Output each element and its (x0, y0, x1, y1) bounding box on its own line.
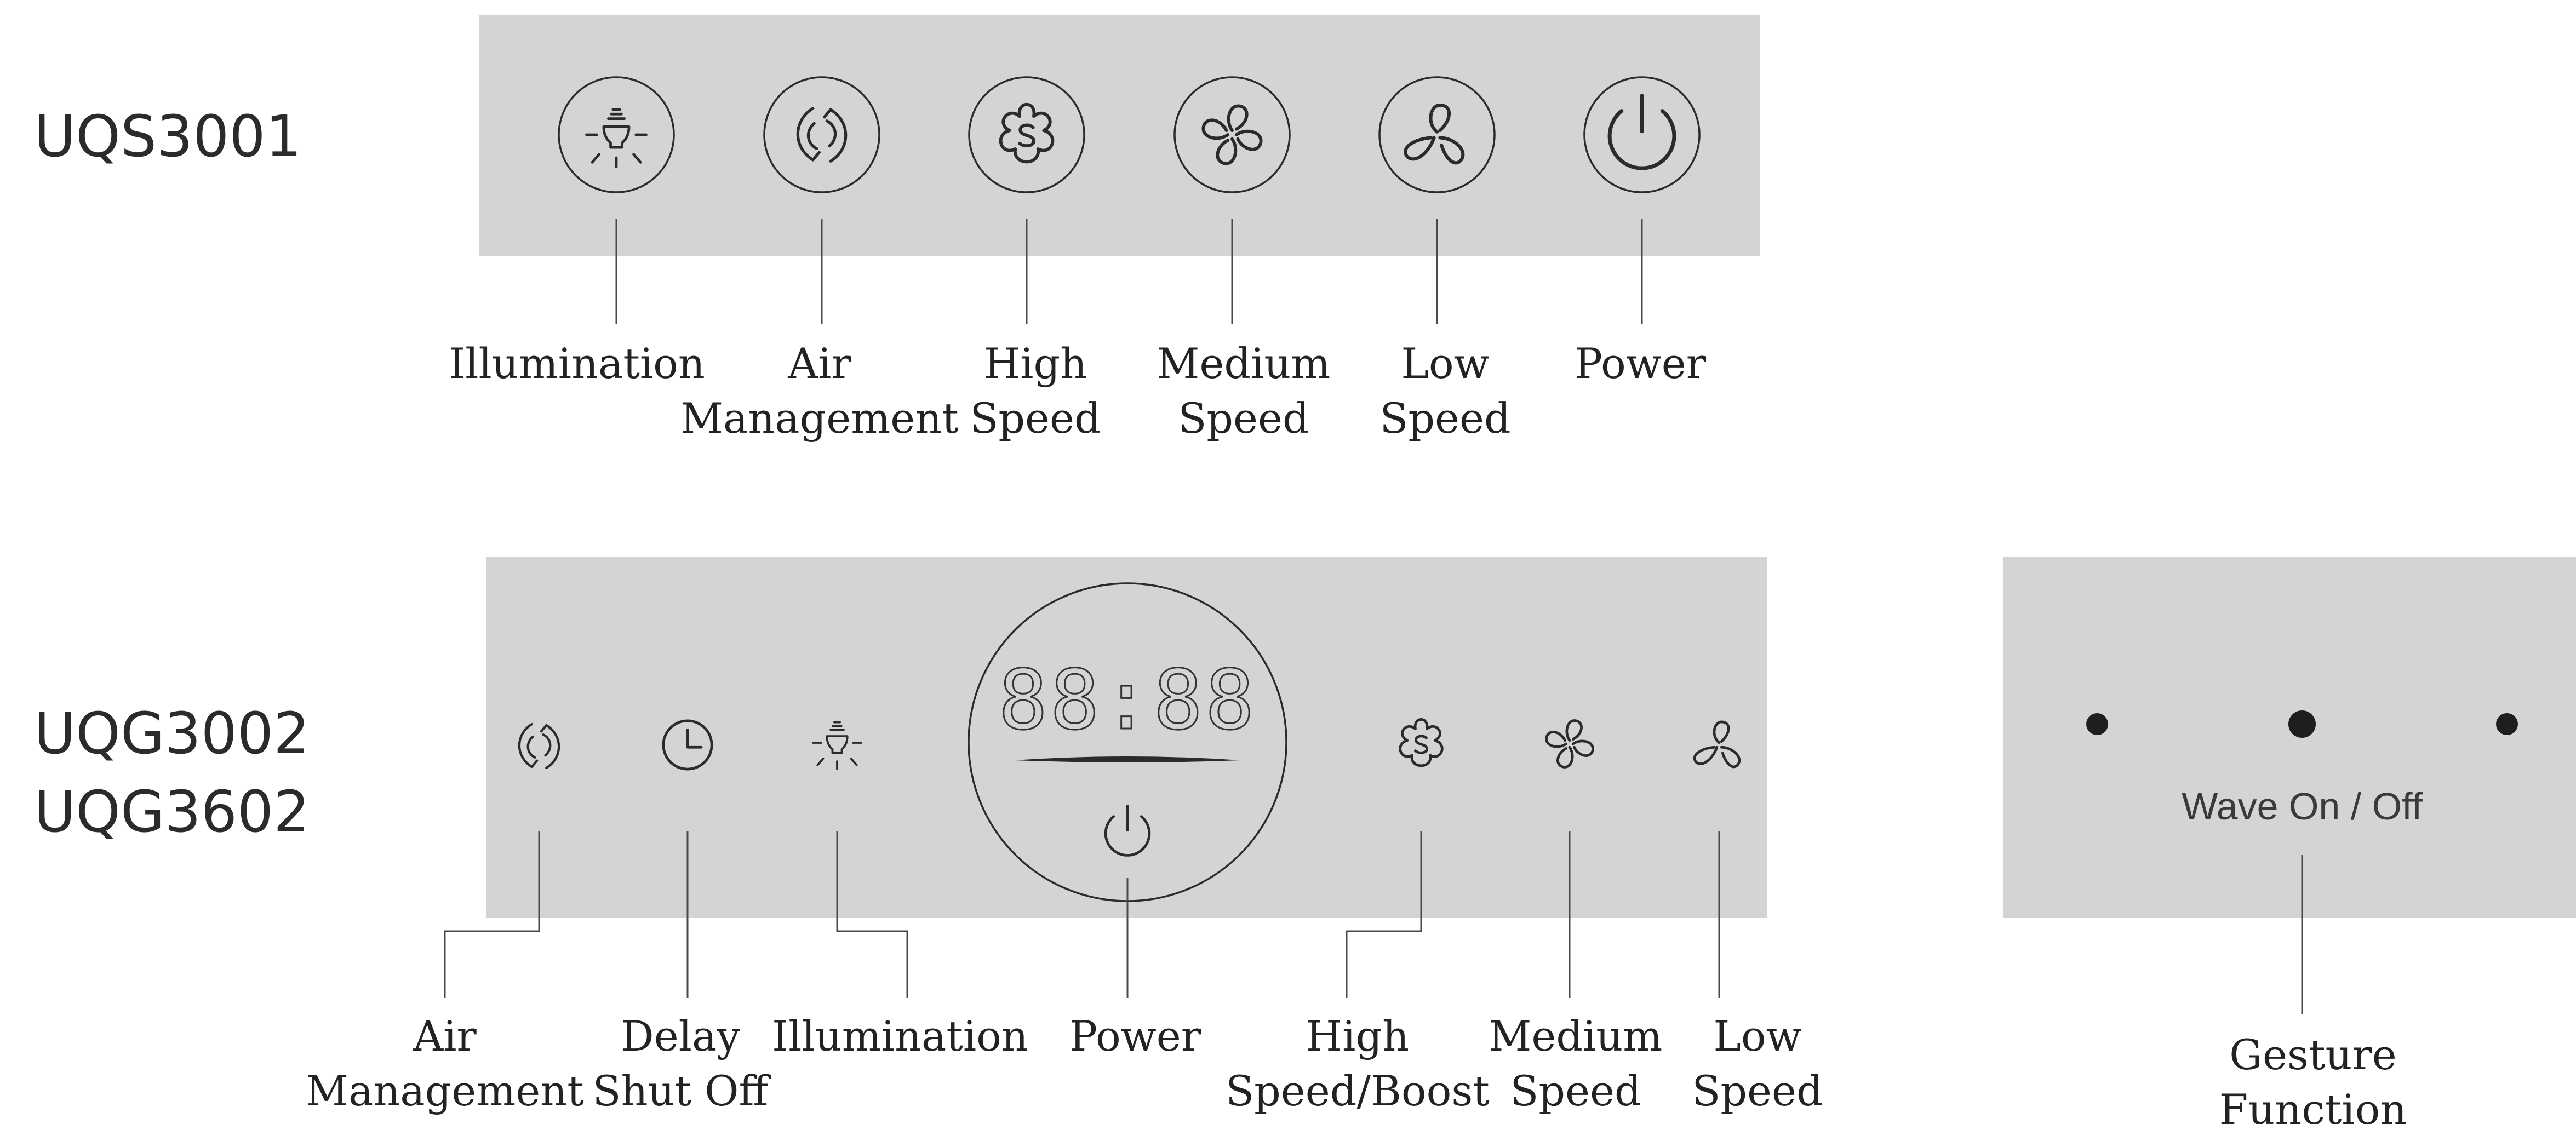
bottom-leader-lines (444, 831, 1720, 998)
bottom-low-label-line1: Low (1713, 1012, 1801, 1060)
sensor-dot-center (2288, 710, 2316, 738)
uqg3002-panel (486, 557, 1767, 918)
bottom-delay-label-line2: Shut Off (593, 1066, 771, 1115)
top-air-label-line1: Air (787, 339, 851, 388)
top-illumination-label: Illumination (449, 339, 705, 388)
top-low-speed-button[interactable] (1378, 76, 1496, 193)
top-medium-speed-button[interactable] (1173, 76, 1291, 193)
top-medium-label-line2: Speed (1178, 394, 1309, 443)
top-power-button[interactable] (1583, 76, 1701, 193)
bottom-high-label-line2: Speed/Boost (1226, 1066, 1490, 1115)
gesture-label-line1: Gesture (2229, 1030, 2396, 1079)
top-air-management-button[interactable] (763, 76, 880, 193)
top-high-speed-button[interactable] (968, 76, 1085, 193)
top-air-label-line2: Management (680, 394, 959, 443)
bottom-illumination-label: Illumination (772, 1012, 1028, 1060)
bottom-power-label: Power (1069, 1012, 1201, 1060)
bottom-air-label-line1: Air (413, 1012, 477, 1060)
top-illumination-button[interactable] (558, 76, 675, 193)
top-medium-label-line1: Medium (1157, 339, 1331, 388)
model-uqg3602-label: UQG3602 (34, 778, 310, 845)
sensor-dot-left (2086, 713, 2108, 735)
top-low-label-line2: Speed (1379, 394, 1510, 443)
wave-on-off-text: Wave On / Off (2182, 785, 2423, 828)
display-divider (1015, 756, 1240, 762)
gesture-label-line2: Function (2219, 1085, 2407, 1124)
uqs3001-panel (479, 15, 1760, 256)
model-uqg3002-label: UQG3002 (34, 700, 310, 767)
bottom-high-label-line1: High (1306, 1012, 1409, 1060)
bottom-low-label-line2: Speed (1692, 1066, 1823, 1115)
bottom-delay-label-line1: Delay (621, 1012, 741, 1060)
top-leader-lines (615, 219, 1643, 324)
sensor-dot-right (2496, 713, 2518, 735)
gesture-panel (2003, 557, 2576, 918)
bottom-air-label-line2: Management (306, 1066, 584, 1115)
digital-display: 88:88 (998, 653, 1257, 748)
top-low-label-line1: Low (1401, 339, 1489, 388)
top-power-label: Power (1575, 339, 1707, 388)
bottom-medium-label-line2: Speed (1510, 1066, 1641, 1115)
top-high-label-line2: Speed (970, 394, 1101, 443)
bottom-medium-label-line1: Medium (1489, 1012, 1663, 1060)
top-high-label-line1: High (984, 339, 1087, 388)
model-uqs3001-label: UQS3001 (34, 103, 302, 170)
